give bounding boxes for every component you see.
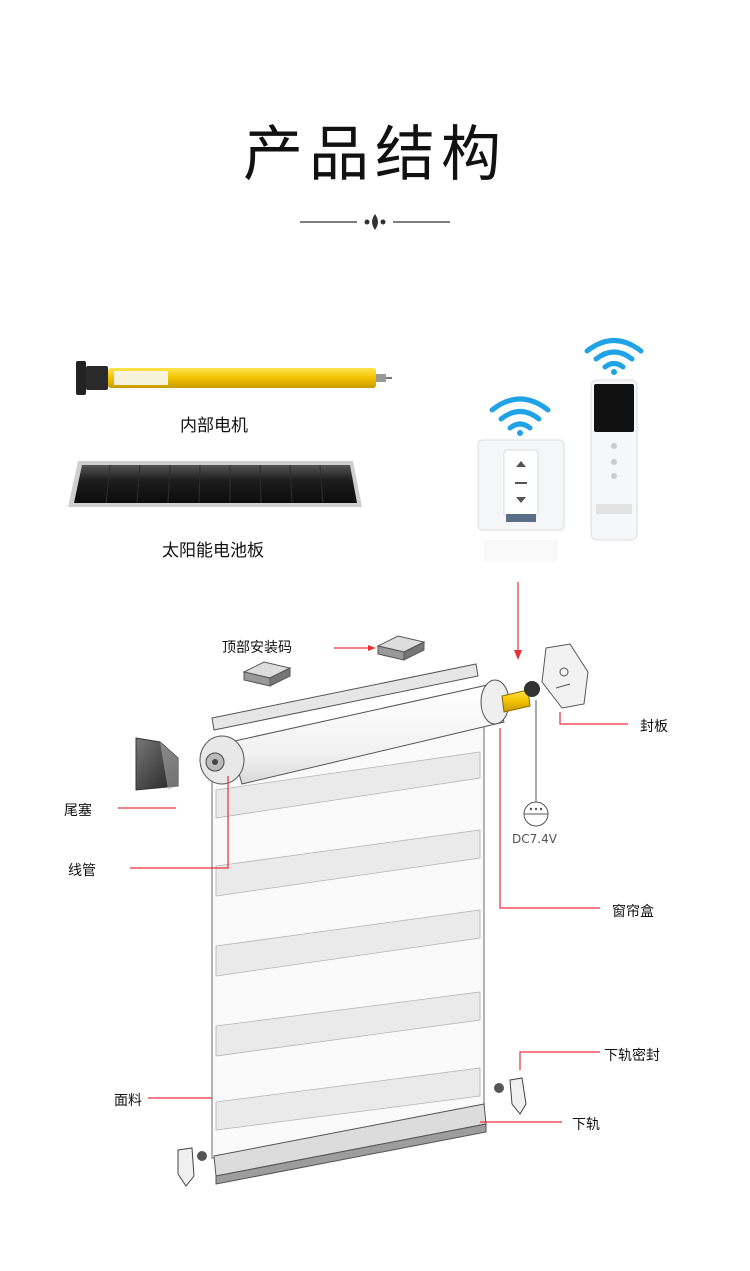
top-mount-right — [376, 635, 426, 661]
voltage-indicator — [523, 700, 549, 827]
cassette-roll — [211, 663, 540, 785]
remote-control-image — [584, 338, 644, 541]
bottom-rail-seal-right — [494, 1077, 527, 1115]
motor-label: 内部电机 — [180, 416, 248, 436]
end-plug-label: 尾塞 — [64, 803, 92, 819]
wifi-icon — [489, 396, 551, 436]
fabric-panel — [211, 721, 485, 1159]
leader-cassette — [499, 728, 600, 909]
leader-lines — [118, 712, 628, 1123]
wall-switch-image — [477, 396, 565, 562]
bottom-rail-label: 下轨 — [572, 1117, 600, 1133]
fabric-label: 面料 — [114, 1093, 142, 1109]
remote-arrow — [514, 582, 522, 660]
bottom-rail — [213, 1103, 487, 1185]
bottom-rail-seal-left — [177, 1147, 207, 1187]
title-divider — [300, 214, 450, 230]
end-plug — [135, 737, 179, 791]
solar-panel-label: 太阳能电池板 — [162, 541, 264, 561]
bottom-rail-seal-label: 下轨密封 — [604, 1048, 660, 1064]
wifi-icon — [584, 338, 644, 375]
solar-panel-image — [68, 461, 362, 507]
leader-end-plate — [559, 712, 628, 725]
cassette-label: 窗帘盒 — [612, 904, 654, 920]
leader-bottom-seal — [519, 1051, 600, 1070]
top-mount-arrow — [334, 645, 376, 651]
end-plate — [541, 643, 589, 709]
motor-image — [76, 361, 392, 395]
top-mount-left — [242, 661, 292, 687]
page-title: 产品结构 — [243, 120, 507, 190]
top-mount-label: 顶部安装码 — [222, 640, 292, 656]
left-end-cap — [199, 735, 245, 785]
end-plate-label: 封板 — [640, 719, 668, 735]
leader-tube — [130, 776, 229, 869]
tube-label: 线管 — [68, 863, 96, 879]
voltage-label: DC7.4V — [512, 832, 557, 846]
